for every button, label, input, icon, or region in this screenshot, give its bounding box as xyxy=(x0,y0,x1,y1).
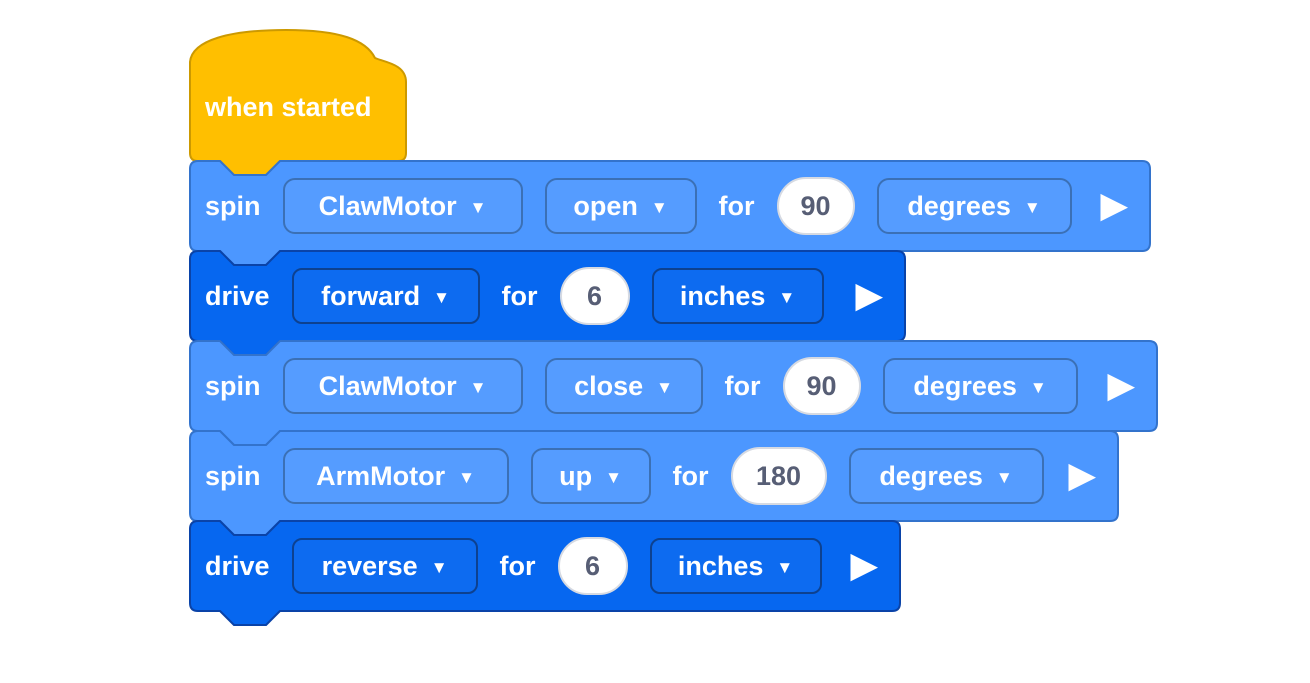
block-spin-clawmotor-open[interactable]: spin ClawMotor ▼ open ▼ for 90 degrees ▼… xyxy=(189,160,1151,266)
dropdown-caret-icon: ▼ xyxy=(1023,197,1041,217)
value-text: 180 xyxy=(755,460,802,491)
dropdown-value: ClawMotor xyxy=(318,370,457,401)
direction-dropdown[interactable]: reverse ▼ xyxy=(291,538,478,594)
block-spin-clawmotor-close[interactable]: spin ClawMotor ▼ close ▼ for 90 degrees … xyxy=(189,340,1158,446)
block-label: drive xyxy=(205,280,270,311)
value-text: 6 xyxy=(587,280,603,311)
block-spin-armmotor-up[interactable]: spin ArmMotor ▼ up ▼ for 180 degrees ▼ ▶ xyxy=(189,430,1119,536)
dropdown-caret-icon: ▼ xyxy=(433,287,450,307)
block-drive-reverse[interactable]: drive reverse ▼ for 6 inches ▼ ▶ xyxy=(189,520,901,626)
direction-dropdown[interactable]: forward ▼ xyxy=(291,268,480,324)
value-text: 90 xyxy=(806,370,837,401)
direction-dropdown[interactable]: up ▼ xyxy=(530,448,651,504)
dropdown-caret-icon: ▼ xyxy=(995,467,1013,487)
value-input[interactable]: 6 xyxy=(557,537,628,595)
dropdown-caret-icon: ▼ xyxy=(650,197,668,217)
dropdown-caret-icon: ▼ xyxy=(1029,377,1047,397)
play-icon: ▶ xyxy=(855,274,883,315)
value-input[interactable]: 90 xyxy=(776,177,855,235)
value-input[interactable]: 90 xyxy=(782,357,861,415)
block-content: spin ClawMotor ▼ close ▼ for 90 degrees … xyxy=(190,341,1157,431)
motor-dropdown[interactable]: ClawMotor ▼ xyxy=(282,178,523,234)
unit-dropdown[interactable]: inches ▼ xyxy=(651,268,824,324)
block-when-started[interactable]: when started xyxy=(189,29,407,176)
dropdown-value: degrees xyxy=(879,460,983,491)
value-input[interactable]: 180 xyxy=(730,447,827,505)
for-label: for xyxy=(718,190,755,221)
block-content: spin ClawMotor ▼ open ▼ for 90 degrees ▼… xyxy=(190,161,1150,251)
dropdown-caret-icon: ▼ xyxy=(605,467,622,487)
value-text: 90 xyxy=(800,190,831,221)
dropdown-value: degrees xyxy=(907,190,1011,221)
for-label: for xyxy=(724,370,761,401)
dropdown-caret-icon: ▼ xyxy=(430,557,448,577)
dropdown-value: close xyxy=(574,370,644,401)
direction-dropdown[interactable]: open ▼ xyxy=(544,178,697,234)
block-drive-forward[interactable]: drive forward ▼ for 6 inches ▼ ▶ xyxy=(189,250,906,356)
direction-dropdown[interactable]: close ▼ xyxy=(544,358,703,414)
dropdown-value: forward xyxy=(321,280,421,311)
block-label: when started xyxy=(205,92,372,122)
block-label: spin xyxy=(205,370,261,401)
dropdown-caret-icon: ▼ xyxy=(656,377,673,397)
dropdown-value: inches xyxy=(679,280,766,311)
dropdown-caret-icon: ▼ xyxy=(458,467,475,487)
value-text: 6 xyxy=(585,550,601,581)
dropdown-caret-icon: ▼ xyxy=(469,377,487,397)
dropdown-value: up xyxy=(559,460,593,491)
value-input[interactable]: 6 xyxy=(559,267,630,325)
play-icon: ▶ xyxy=(1107,364,1135,405)
unit-dropdown[interactable]: degrees ▼ xyxy=(882,358,1078,414)
dropdown-value: reverse xyxy=(321,550,418,581)
for-label: for xyxy=(499,550,536,581)
dropdown-value: degrees xyxy=(913,370,1017,401)
play-icon: ▶ xyxy=(850,544,878,585)
block-content: drive reverse ▼ for 6 inches ▼ ▶ xyxy=(190,521,900,611)
unit-dropdown[interactable]: inches ▼ xyxy=(649,538,822,594)
dropdown-value: open xyxy=(573,190,638,221)
dropdown-value: ArmMotor xyxy=(316,460,446,491)
dropdown-caret-icon: ▼ xyxy=(469,197,487,217)
dropdown-caret-icon: ▼ xyxy=(778,287,796,307)
for-label: for xyxy=(672,460,709,491)
play-icon: ▶ xyxy=(1100,184,1128,225)
block-label: drive xyxy=(205,550,270,581)
motor-dropdown[interactable]: ClawMotor ▼ xyxy=(282,358,523,414)
block-content: spin ArmMotor ▼ up ▼ for 180 degrees ▼ ▶ xyxy=(190,431,1118,521)
block-label: spin xyxy=(205,460,261,491)
dropdown-value: ClawMotor xyxy=(318,190,457,221)
motor-dropdown[interactable]: ArmMotor ▼ xyxy=(282,448,509,504)
unit-dropdown[interactable]: degrees ▼ xyxy=(848,448,1044,504)
play-icon: ▶ xyxy=(1068,454,1096,495)
dropdown-value: inches xyxy=(677,550,764,581)
block-content: drive forward ▼ for 6 inches ▼ ▶ xyxy=(190,251,905,341)
block-label: spin xyxy=(205,190,261,221)
dropdown-caret-icon: ▼ xyxy=(776,557,794,577)
unit-dropdown[interactable]: degrees ▼ xyxy=(876,178,1072,234)
for-label: for xyxy=(501,280,538,311)
